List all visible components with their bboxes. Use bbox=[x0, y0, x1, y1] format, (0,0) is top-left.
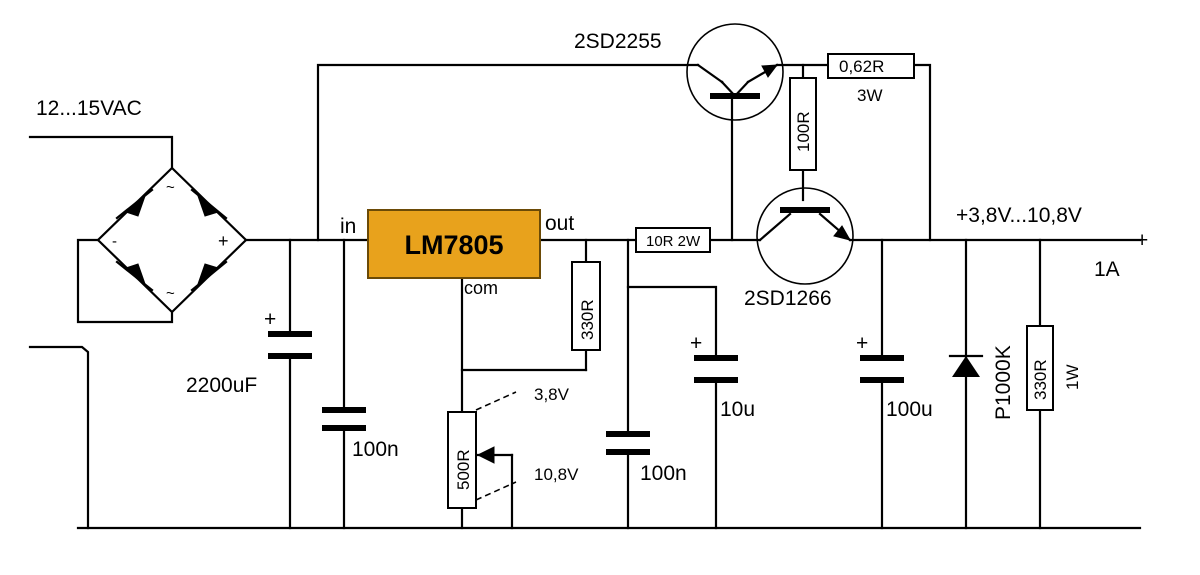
svg-text:-: - bbox=[112, 233, 117, 250]
ac-input bbox=[28, 135, 174, 530]
label-reg-com: com bbox=[464, 278, 498, 298]
svg-text:+: + bbox=[264, 308, 276, 331]
label-r-330-b-power: 1W bbox=[1063, 365, 1082, 391]
transistor-2sd2255 bbox=[686, 23, 784, 121]
resistor-330r bbox=[571, 261, 601, 351]
label-output-voltage: +3,8V...10,8V bbox=[956, 204, 1082, 227]
diode-p1000k bbox=[948, 354, 984, 377]
bridge-rectifier: ~ ~ - + bbox=[96, 166, 248, 314]
label-output-plus: + bbox=[1136, 229, 1148, 252]
label-c-100n-a: 100n bbox=[352, 438, 399, 461]
label-r-062: 0,62R bbox=[839, 57, 884, 76]
transistor-2sd1266 bbox=[756, 187, 854, 285]
label-r-10: 10R 2W bbox=[646, 233, 701, 250]
label-reg-out: out bbox=[545, 212, 574, 235]
capacitor-10u: + bbox=[690, 332, 738, 383]
svg-text:+: + bbox=[218, 231, 229, 251]
label-pot-min: 3,8V bbox=[534, 385, 570, 404]
svg-text:~: ~ bbox=[166, 179, 175, 196]
regulator-lm7805: LM7805 bbox=[367, 209, 541, 279]
label-c-2200: 2200uF bbox=[186, 374, 257, 397]
label-q2: 2SD1266 bbox=[744, 287, 832, 310]
pot-wiper bbox=[475, 391, 517, 501]
capacitor-100u: + bbox=[856, 332, 904, 383]
capacitor-100n-b bbox=[606, 431, 650, 455]
label-diode: P1000K bbox=[992, 345, 1015, 420]
label-r-330-a: 330R bbox=[578, 299, 597, 340]
label-r-062-power: 3W bbox=[857, 86, 883, 105]
svg-text:+: + bbox=[690, 332, 702, 355]
resistor-500r-pot bbox=[447, 411, 477, 509]
label-c-100u: 100u bbox=[886, 398, 933, 421]
resistor-100r bbox=[789, 77, 817, 171]
label-output-current: 1A bbox=[1094, 258, 1120, 281]
label-c-100n-b: 100n bbox=[640, 462, 687, 485]
label-r-100: 100R bbox=[794, 111, 813, 152]
wires bbox=[76, 63, 1142, 530]
label-pot-max: 10,8V bbox=[534, 465, 579, 484]
resistor-330r-1w bbox=[1026, 325, 1054, 411]
label-ac-input: 12...15VAC bbox=[36, 97, 142, 120]
label-c-10u: 10u bbox=[720, 398, 755, 421]
resistor-10r-2w bbox=[635, 227, 711, 253]
svg-text:~: ~ bbox=[166, 285, 175, 302]
resistor-0-62r bbox=[827, 53, 915, 79]
label-q1: 2SD2255 bbox=[574, 30, 662, 53]
label-reg-in: in bbox=[340, 215, 356, 238]
svg-text:LM7805: LM7805 bbox=[404, 230, 503, 260]
label-r-500: 500R bbox=[454, 449, 473, 490]
label-r-330-b: 330R bbox=[1031, 359, 1050, 400]
capacitor-100n-a bbox=[322, 407, 366, 431]
capacitor-2200uf: + bbox=[264, 308, 312, 359]
svg-text:+: + bbox=[856, 332, 868, 355]
